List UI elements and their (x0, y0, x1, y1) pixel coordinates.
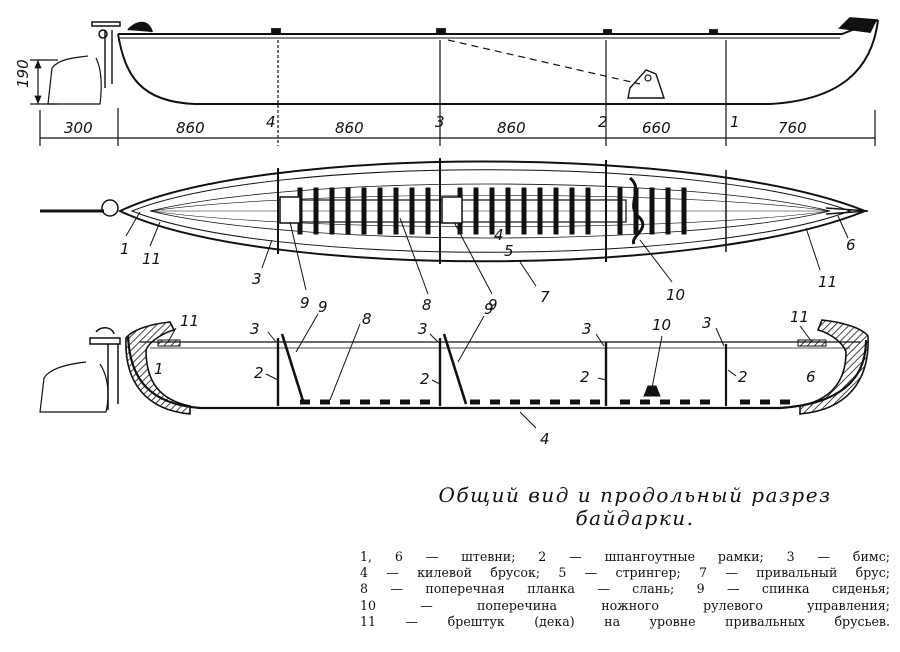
section-view (39, 319, 869, 415)
section-label-8: 8 (362, 310, 372, 328)
section-label-1: 1 (154, 360, 164, 378)
frame-mark-1: 1 (730, 113, 740, 131)
plan-label-11-stern: 11 (818, 273, 837, 291)
dim-segment-4: 860 (497, 119, 526, 137)
frame-mark-3: 3 (435, 113, 445, 131)
section-label-2-d: 2 (738, 368, 748, 386)
plan-label-5: 5 (504, 242, 514, 260)
frame-mark-2: 2 (598, 113, 608, 131)
plan-view (40, 158, 869, 264)
section-label-2-a: 2 (254, 364, 264, 382)
section-leaders (167, 313, 813, 429)
plan-label-9-aft: 9 (300, 294, 310, 312)
section-label-10: 10 (652, 316, 671, 334)
section-label-4: 4 (540, 430, 550, 448)
plan-label-8: 8 (422, 296, 432, 314)
figure-legend: 1, 6 — штевни; 2 — шпангоутные рамки; 3 … (360, 549, 890, 630)
section-label-2-c: 2 (580, 368, 590, 386)
dim-segment-2: 860 (176, 119, 205, 137)
dim-segment-3: 860 (335, 119, 364, 137)
legend-line-5: 11 — брештук (дека) на уровне привальных… (360, 613, 890, 629)
section-label-9-b: 9 (484, 300, 494, 318)
section-label-9-a: 9 (318, 298, 328, 316)
plan-label-3: 3 (252, 270, 262, 288)
dim-segment-1: 300 (64, 119, 93, 137)
dim-segment-6: 760 (778, 119, 807, 137)
plan-label-7: 7 (540, 288, 550, 306)
legend-line-2: 4 — килевой брусок; 5 — стрингер; 7 — пр… (360, 565, 890, 581)
legend-line-4: 10 — поперечина ножного рулевого управле… (360, 597, 890, 613)
plan-label-1: 1 (120, 240, 130, 258)
section-label-3-d: 3 (702, 314, 712, 332)
dim-height: 190 (14, 59, 32, 88)
section-label-11-stern: 11 (790, 308, 809, 326)
section-label-2-b: 2 (420, 370, 430, 388)
caption-line-2: байдарки. (575, 506, 695, 530)
plan-label-6: 6 (846, 236, 856, 254)
dimension-lines (30, 40, 876, 146)
dim-segment-5: 660 (642, 119, 671, 137)
side-view (47, 17, 879, 105)
section-label-3-b: 3 (418, 320, 428, 338)
legend-line-3: 8 — поперечная планка — слань; 9 — спинк… (360, 581, 890, 597)
section-label-3-a: 3 (250, 320, 260, 338)
section-label-3-c: 3 (582, 320, 592, 338)
legend-line-1: 1, 6 — штевни; 2 — шпангоутные рамки; 3 … (360, 549, 890, 564)
plan-label-10: 10 (666, 286, 685, 304)
figure-caption: Общий вид и продольный разрез байдарки. (380, 484, 890, 530)
section-label-6: 6 (806, 368, 816, 386)
caption-line-1: Общий вид и продольный разрез (438, 483, 832, 507)
plan-leaders (125, 211, 849, 295)
plan-label-9-fore: 9 (488, 296, 498, 314)
frame-mark-4: 4 (266, 113, 276, 131)
kayak-drawing: 190 300 860 860 860 660 760 4 3 2 1 (14, 17, 879, 448)
plan-label-4: 4 (494, 226, 504, 244)
section-label-11-bow: 11 (180, 312, 199, 330)
plan-label-11-bow: 11 (142, 250, 161, 268)
